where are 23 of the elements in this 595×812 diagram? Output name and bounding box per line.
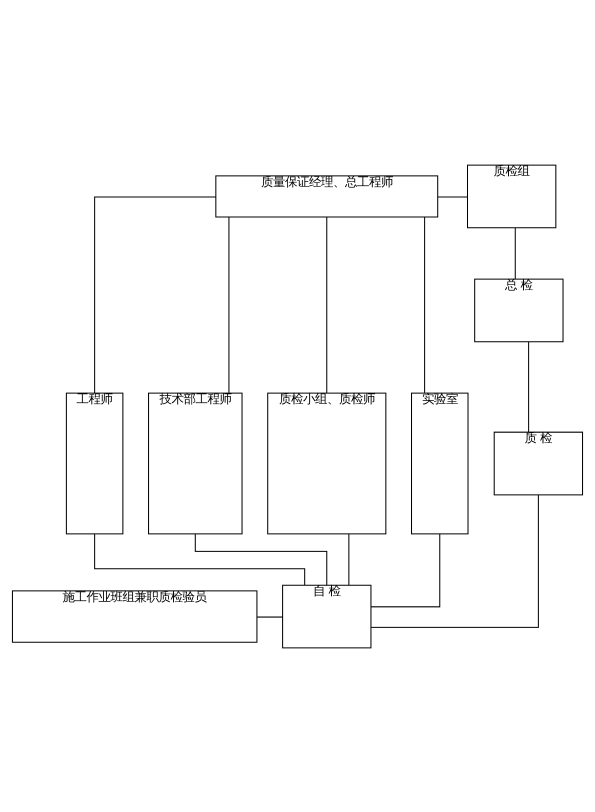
node-box: 质 检 — [494, 431, 584, 495]
connector — [228, 216, 230, 392]
connector — [94, 196, 216, 393]
node-box: 质量保证经理、总工程师 — [215, 174, 438, 217]
connector — [371, 533, 440, 607]
node-box: 总 检 — [474, 278, 564, 342]
connector — [257, 616, 282, 618]
connector — [326, 216, 328, 392]
connector — [94, 534, 306, 584]
connector — [514, 227, 516, 279]
connector — [528, 341, 530, 432]
node-box: 技术部工程师 — [148, 392, 243, 534]
connector — [371, 494, 539, 628]
connector — [194, 533, 328, 585]
connector — [438, 196, 468, 197]
node-box: 质检组 — [466, 164, 556, 228]
node-box: 自 检 — [282, 584, 372, 648]
connector — [424, 216, 426, 392]
node-box: 实验室 — [411, 392, 469, 534]
node-box: 施工作业班组兼职质检验员 — [12, 590, 258, 642]
node-box: 质检小组、质检师 — [267, 392, 386, 534]
node-box: 工程师 — [66, 392, 124, 534]
connector — [348, 534, 350, 585]
